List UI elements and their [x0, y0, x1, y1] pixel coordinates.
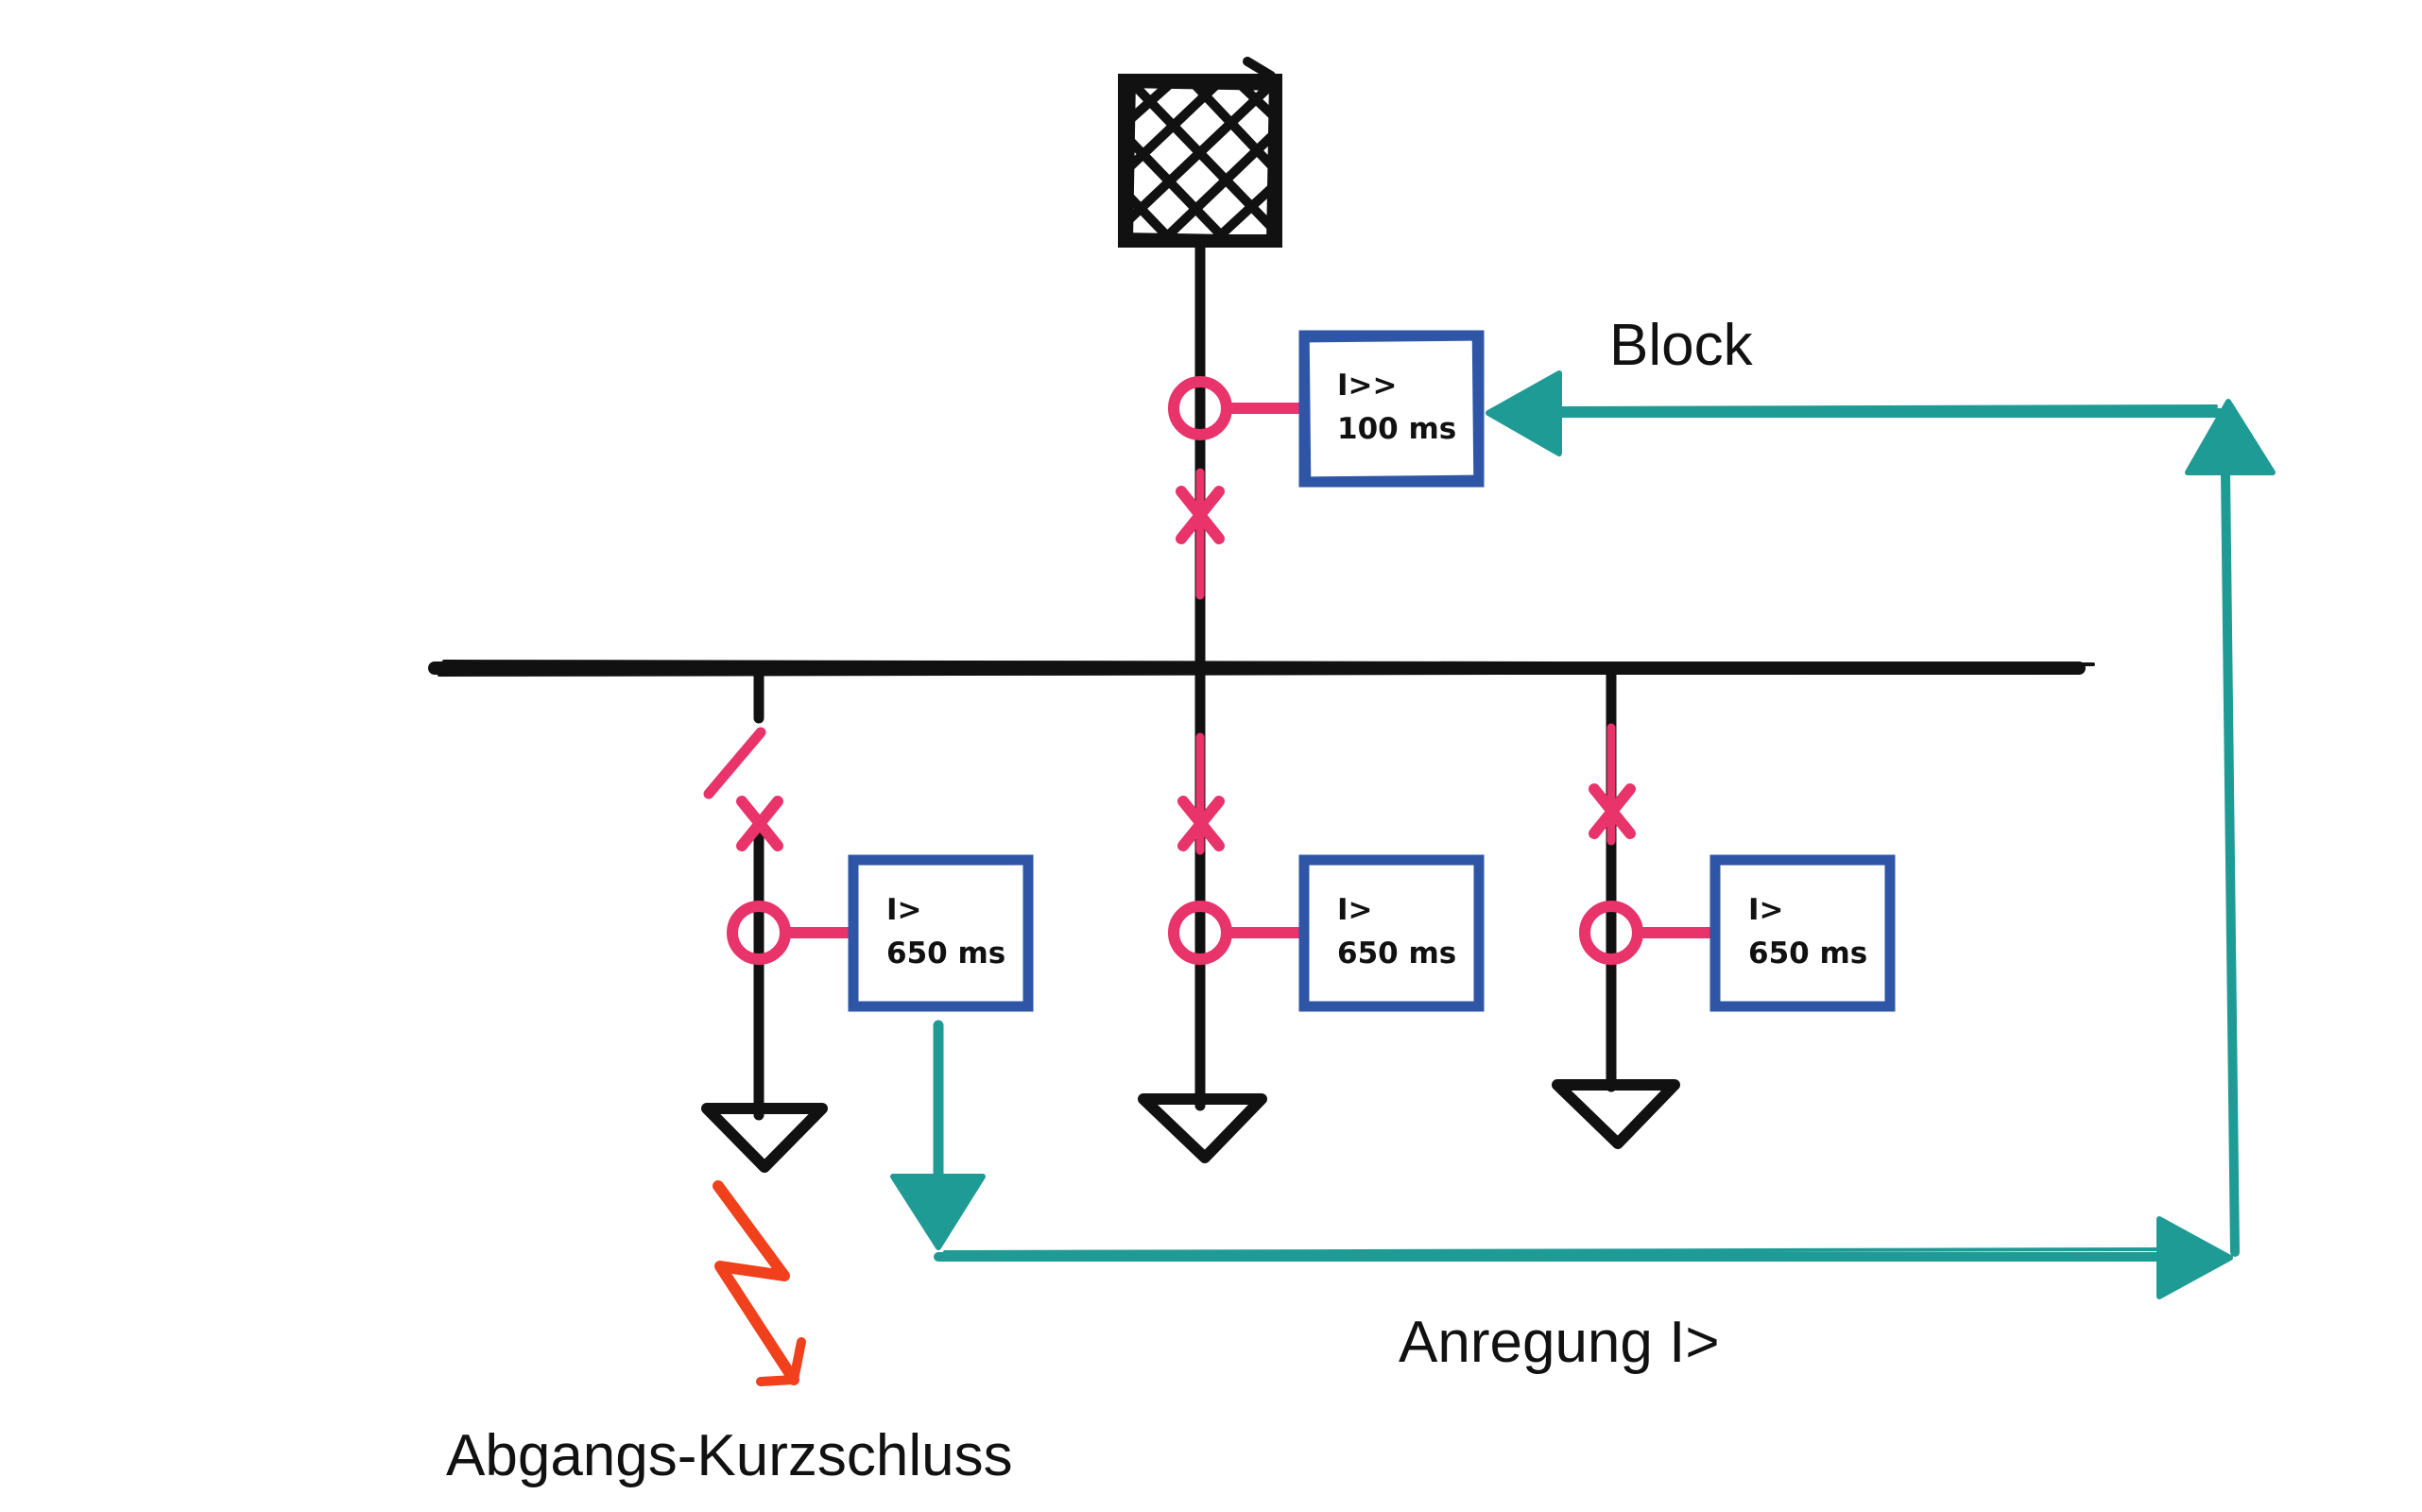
incomer-relay-label: I>> 100 ms: [1337, 364, 1456, 451]
feeder-2-relay-stage: I>: [1337, 893, 1373, 927]
feeder-2-breaker-icon: [1177, 732, 1225, 855]
signal-arrowhead-left-icon: [1486, 370, 1562, 456]
incomer-relay-box: [1298, 330, 1485, 488]
incomer-relay-stage: I>>: [1337, 369, 1398, 403]
feeder-3-breaker-icon: [1589, 723, 1636, 846]
lightning-bolt-icon: [713, 1180, 806, 1386]
incomer-breaker-icon: [1176, 468, 1225, 600]
feeder-3-current-transformer-icon: [1579, 901, 1716, 965]
feeder-1-relay-label: I> 650 ms: [886, 888, 1005, 975]
feeder-3-relay-box: [1709, 854, 1896, 1012]
feeder-1-disconnector-icon: [703, 727, 766, 799]
feeder-1-relay-box: [848, 854, 1034, 1012]
feeder-1-relay-stage: I>: [886, 893, 922, 927]
fault-label: Abgangs-Kurzschluss: [446, 1423, 1013, 1488]
feeder-1: [701, 662, 1034, 1386]
feeder-1-relay-time: 650 ms: [886, 936, 1006, 971]
pickup-label: Anregung I>: [1399, 1310, 1720, 1375]
load-triangle-icon: [701, 1103, 828, 1173]
feeder-3-relay-time: 650 ms: [1748, 936, 1868, 971]
feeder-2-relay-label: I> 650 ms: [1337, 888, 1456, 975]
incomer-relay-time: 100 ms: [1337, 412, 1457, 446]
signal-arrowhead-right-icon: [2156, 1216, 2233, 1299]
feeder-3-relay-label: I> 650 ms: [1748, 888, 1867, 975]
pickup-signal-path: [933, 404, 2240, 1262]
signal-arrowhead-up-icon: [2185, 399, 2276, 475]
feeder-1-current-transformer-icon: [727, 901, 856, 965]
block-label: Block: [1609, 313, 1753, 378]
feeder-1-breaker-icon: [736, 796, 783, 851]
feeder-3: [1552, 662, 1896, 1149]
feeder-2-relay-box: [1298, 854, 1485, 1012]
busbar: [428, 660, 2095, 677]
feeder-2: [1138, 662, 1485, 1163]
load-triangle-icon: [1552, 1079, 1680, 1149]
signal-arrowhead-down-icon: [890, 1174, 986, 1250]
feeder-2-current-transformer-icon: [1168, 901, 1305, 965]
source-transformer-icon: [1118, 57, 1282, 248]
feeder-3-relay-stage: I>: [1748, 893, 1784, 927]
load-triangle-icon: [1138, 1093, 1267, 1163]
incomer-current-transformer-icon: [1168, 376, 1305, 440]
feeder-2-relay-time: 650 ms: [1337, 936, 1457, 971]
